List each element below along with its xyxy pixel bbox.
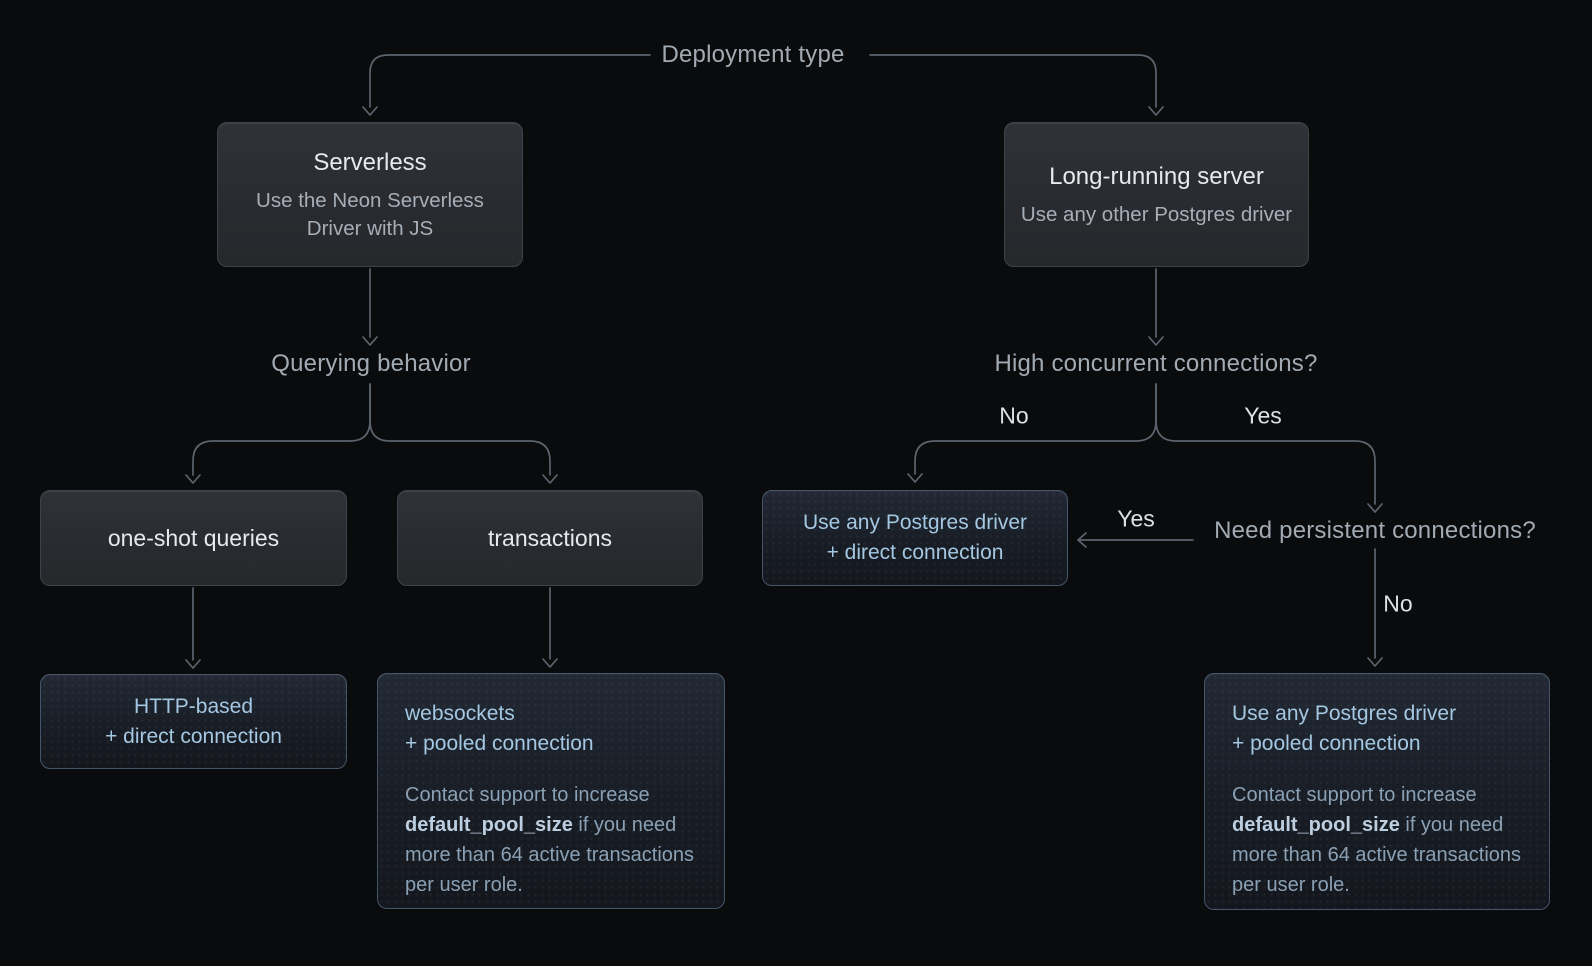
branch-label-yes: Yes — [1244, 402, 1282, 429]
node-any-driver-pooled-line2: + pooled connection — [1232, 732, 1421, 755]
connector-longrunning-to-concurrent — [1148, 268, 1164, 346]
node-any-driver-pooled-title: Use any Postgres driver + pooled connect… — [1232, 699, 1456, 759]
node-long-running-title: Long-running server — [1049, 162, 1264, 190]
node-serverless-title: Serverless — [313, 148, 427, 176]
note-text-pre: Contact support to increase — [1232, 784, 1477, 806]
node-any-driver-pooled-line1: Use any Postgres driver — [1232, 702, 1457, 725]
node-one-shot-queries: one-shot queries — [40, 490, 347, 586]
branch-label-no: No — [999, 402, 1029, 429]
node-transactions: transactions — [397, 490, 703, 586]
node-websockets-pooled: websockets + pooled connection Contact s… — [377, 673, 725, 909]
connector-concurrent-yes-to-persistent — [1155, 383, 1383, 513]
connector-persistent-yes-to-direct — [1077, 532, 1194, 548]
node-any-driver-direct-line1: Use any Postgres driver — [802, 511, 1028, 534]
connector-serverless-to-querying — [362, 268, 378, 346]
node-one-shot-title: one-shot queries — [107, 524, 280, 551]
note-text-post: if you need more than 64 active transact… — [405, 814, 695, 896]
node-websockets-pooled-line1: websockets — [405, 702, 515, 725]
node-any-driver-pooled-note: Contact support to increase default_pool… — [1232, 780, 1522, 900]
connector-concurrent-no-to-direct — [907, 383, 1157, 483]
connector-deployment-to-longrunning — [869, 54, 1164, 116]
node-websockets-pooled-title: websockets + pooled connection — [405, 699, 594, 759]
node-any-driver-direct: Use any Postgres driver + direct connect… — [762, 490, 1068, 586]
node-http-direct-line1: HTTP-based — [133, 694, 254, 718]
connector-transactions-to-websockets — [542, 587, 558, 668]
connector-querying-to-oneshot — [185, 383, 371, 484]
node-websockets-pooled-note: Contact support to increase default_pool… — [405, 780, 697, 900]
node-serverless: Serverless Use the Neon Serverless Drive… — [217, 122, 523, 267]
node-http-direct-line2: + direct connection — [105, 724, 282, 748]
note-text-pre: Contact support to increase — [405, 784, 650, 806]
label-deployment-type: Deployment type — [661, 41, 845, 68]
node-any-driver-direct-line2: + direct connection — [826, 541, 1004, 564]
node-http-direct: HTTP-based + direct connection — [40, 674, 347, 769]
node-serverless-subtitle: Use the Neon Serverless Driver with JS — [256, 188, 484, 240]
connector-deployment-to-serverless — [362, 54, 651, 116]
node-any-driver-pooled: Use any Postgres driver + pooled connect… — [1204, 673, 1550, 910]
branch-label-no-down: No — [1383, 590, 1413, 617]
connector-persistent-no-to-pooled — [1367, 548, 1383, 667]
connector-querying-to-transactions — [369, 383, 558, 484]
note-text-default-pool-size: default_pool_size — [405, 814, 573, 836]
node-long-running-subtitle: Use any other Postgres driver — [1020, 202, 1293, 226]
note-text-default-pool-size: default_pool_size — [1232, 814, 1400, 836]
node-websockets-pooled-line2: + pooled connection — [405, 732, 594, 755]
label-high-concurrent-connections: High concurrent connections? — [994, 350, 1318, 377]
label-querying-behavior: Querying behavior — [271, 350, 471, 377]
node-transactions-title: transactions — [487, 524, 612, 551]
note-text-post: if you need more than 64 active transact… — [1232, 814, 1522, 896]
label-need-persistent-connections: Need persistent connections? — [1214, 517, 1536, 544]
node-long-running-server: Long-running server Use any other Postgr… — [1004, 122, 1309, 267]
connector-oneshot-to-http — [185, 587, 201, 669]
branch-label-yes-back: Yes — [1117, 505, 1155, 532]
